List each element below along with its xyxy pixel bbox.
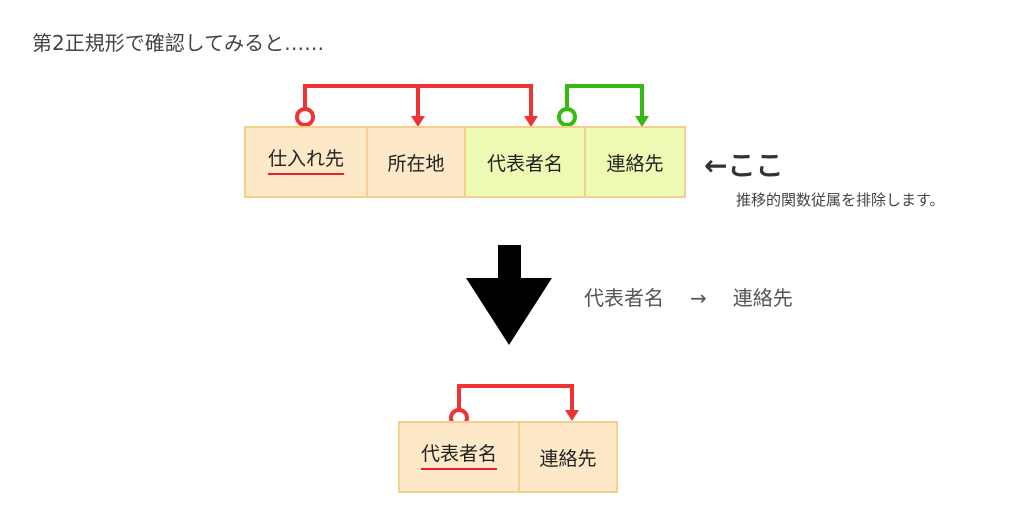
before-cell-representative: 代表者名 (464, 126, 586, 198)
after-cell-contact-label: 連絡先 (539, 447, 597, 470)
relation-to: 連絡先 (732, 286, 793, 310)
big-down-arrow-icon (466, 245, 552, 345)
after-cell-contact: 連絡先 (518, 421, 618, 493)
before-cell-representative-label: 代表者名 (486, 152, 563, 175)
arrowhead-to-contact (635, 116, 649, 127)
dependency-source-circle-green (557, 107, 577, 127)
before-cell-location-label: 所在地 (387, 152, 445, 175)
before-cell-supplier: 仕入れ先 (244, 126, 368, 198)
here-callout-description: 推移的関数従属を排除します。 (736, 191, 945, 209)
before-cell-supplier-label: 仕入れ先 (267, 149, 344, 175)
before-cell-contact-label: 連絡先 (606, 152, 664, 175)
before-table: 仕入れ先 所在地 代表者名 連絡先 (244, 126, 686, 198)
arrowhead-to-representative (524, 116, 538, 127)
after-table: 代表者名 連絡先 (398, 421, 618, 493)
arrowhead-to-location (411, 116, 425, 127)
dependency-arrow-red-after (457, 384, 574, 412)
relation-from: 代表者名 (584, 286, 664, 310)
dependency-arrow-green (565, 84, 644, 118)
here-callout: ←ここ (704, 149, 784, 182)
page-heading: 第2正規形で確認してみると…… (32, 31, 325, 55)
before-cell-contact: 連絡先 (584, 126, 686, 198)
after-cell-representative-label: 代表者名 (420, 444, 497, 470)
dependency-arrow-red (303, 84, 533, 118)
arrowhead-to-contact-after (565, 410, 579, 421)
dependency-source-circle-red (295, 107, 315, 127)
before-cell-location: 所在地 (366, 126, 466, 198)
after-cell-representative: 代表者名 (398, 421, 520, 493)
relation-arrow: → (690, 286, 707, 310)
dependency-relation: 代表者名 → 連絡先 (584, 282, 793, 311)
